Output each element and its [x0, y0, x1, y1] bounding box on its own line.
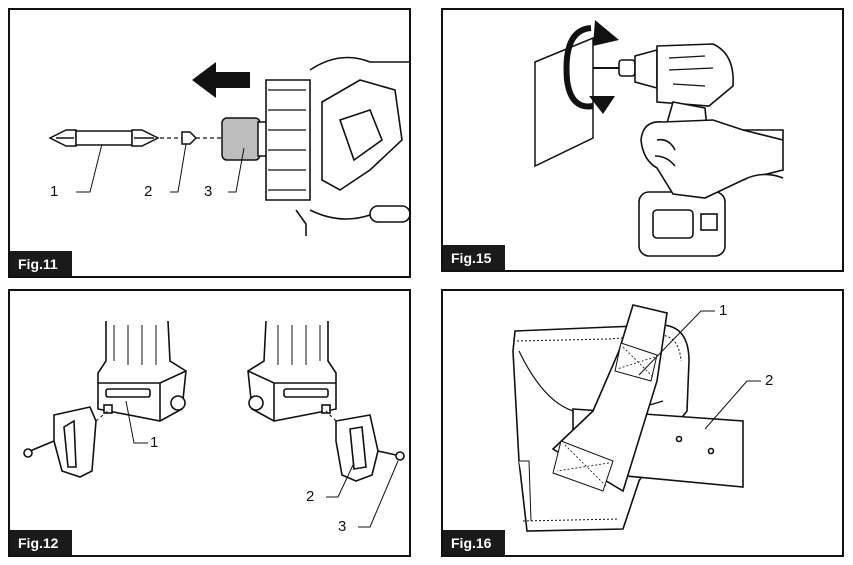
callout-2: 2 — [306, 488, 315, 505]
drill-body — [265, 56, 409, 236]
bit-holder-illustration — [48, 56, 409, 236]
figure-15-panel: Fig.15 — [441, 8, 844, 272]
rotation-arrow-icon — [563, 25, 594, 110]
strap — [551, 304, 668, 493]
sleeve — [221, 117, 261, 161]
figure-label: Fig.11 — [10, 251, 72, 276]
hook-installation-illustration — [23, 320, 405, 528]
drilling-illustration — [534, 20, 784, 257]
bit-piece — [181, 131, 198, 145]
tool-base-left — [97, 320, 187, 422]
figure-11-panel: 1 2 3 Fig.11 — [8, 8, 411, 278]
callout-1: 1 — [50, 183, 59, 200]
figure-12-panel: 1 2 3 Fig.12 — [8, 289, 411, 557]
drill — [618, 43, 734, 257]
figure-label: Fig.12 — [10, 530, 73, 555]
figure-16-panel: 1 2 Fig.16 — [441, 289, 844, 557]
hook-left — [23, 406, 97, 478]
callout-1: 1 — [150, 434, 159, 451]
wall — [534, 36, 594, 168]
callout-2: 2 — [765, 372, 774, 389]
figure-label: Fig.15 — [443, 245, 506, 270]
holster-illustration — [512, 304, 761, 532]
callout-3: 3 — [338, 518, 347, 535]
hand — [640, 119, 784, 199]
callout-1: 1 — [719, 302, 728, 319]
tool-base-right — [247, 320, 337, 422]
hook-right — [335, 414, 405, 482]
driver-bit — [48, 129, 160, 147]
figure-label: Fig.16 — [443, 530, 506, 555]
callout-3: 3 — [204, 183, 213, 200]
direction-arrow-icon — [192, 62, 250, 98]
callout-2: 2 — [144, 183, 153, 200]
